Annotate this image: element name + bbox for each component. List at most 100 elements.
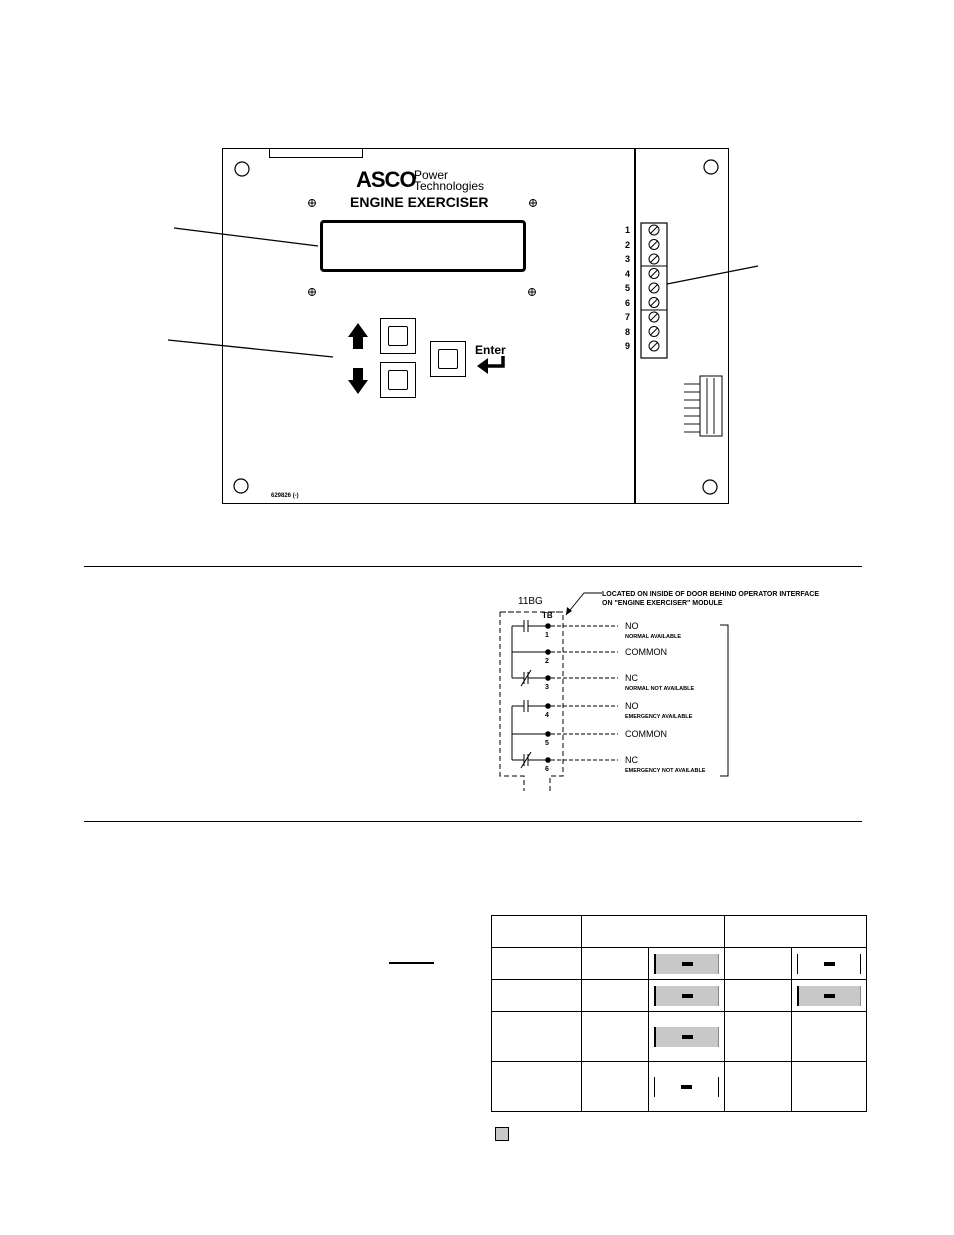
module-title: ENGINE EXERCISER	[350, 194, 489, 210]
underline-mark	[389, 962, 434, 964]
mount-hole-icon	[234, 161, 250, 177]
table-cell	[648, 1011, 725, 1062]
table-cell	[723, 1061, 792, 1112]
mount-hole-icon	[233, 478, 249, 494]
board-drawing	[167, 159, 759, 495]
schematic-terminal-label: NC	[625, 755, 638, 765]
schematic-terminal-row: 3 NC NORMAL NOT AVAILABLE	[545, 673, 694, 692]
schematic-terminal-label: COMMON	[625, 647, 667, 657]
arrow-keys-leader-line	[167, 339, 334, 358]
relay-label: 11BG	[518, 596, 543, 607]
schematic-terminal-number: 4	[545, 712, 549, 719]
indicator-cell	[654, 1026, 719, 1047]
table-cell	[491, 1011, 582, 1062]
indicator-bar	[824, 993, 836, 998]
schematic-terminal-number: 6	[545, 766, 549, 773]
schematic-terminal-row: 4 NO EMERGENCY AVAILABLE	[545, 701, 693, 720]
table-cell	[723, 947, 792, 980]
table-cell	[491, 979, 582, 1012]
screw-icon	[308, 199, 316, 207]
enter-label: Enter	[475, 343, 506, 357]
side-connector	[699, 375, 723, 437]
terminal-number: 2	[624, 239, 630, 250]
schematic-terminal-sublabel: NORMAL AVAILABLE	[625, 634, 681, 640]
terminal-number: 8	[624, 326, 630, 337]
indicator-bar	[681, 1034, 693, 1039]
part-number: 629826 (-)	[271, 493, 299, 499]
indicator-cell	[654, 1076, 719, 1097]
screw-icon	[308, 288, 316, 296]
lcd-display	[320, 220, 526, 272]
board-divider	[634, 148, 636, 504]
schematic-terminal-number: 2	[545, 658, 549, 665]
enclosure-outline	[499, 611, 564, 791]
terminal-number: 5	[624, 283, 630, 293]
relay-state-table	[491, 915, 868, 1112]
table-cell	[491, 1061, 582, 1112]
relay-schematic: 11BG TB LOCATED ON INSIDE OF DOOR BEHIND…	[499, 591, 819, 791]
schematic-terminal-label: NC	[625, 673, 638, 683]
terminal-number: 3	[624, 254, 630, 264]
table-cell	[581, 1011, 649, 1062]
indicator-cell	[654, 953, 719, 974]
table-row	[491, 1011, 868, 1062]
shaded-legend-box	[495, 1127, 509, 1141]
down-arrow-icon	[348, 368, 368, 394]
table-row	[491, 947, 868, 980]
screw-icon	[529, 199, 537, 207]
terminal-number: 9	[624, 341, 630, 351]
table-cell	[491, 947, 582, 980]
terminal-number: 1	[624, 225, 630, 235]
schematic-terminal-number: 3	[545, 684, 549, 691]
brand-line1: Power	[414, 168, 449, 182]
indicator-bar	[823, 961, 835, 966]
brand-logo: ASCO	[356, 167, 417, 192]
schematic-terminal-label: COMMON	[625, 729, 667, 739]
section-rule-bottom	[84, 821, 862, 822]
note-line2: ON "ENGINE EXERCISER" MODULE	[602, 600, 723, 607]
schematic-terminal-sublabel: EMERGENCY AVAILABLE	[625, 714, 693, 720]
display-leader-line	[173, 227, 319, 247]
up-arrow-icon	[348, 323, 368, 349]
header-cell	[723, 915, 868, 948]
schematic-terminal-row: 2 COMMON	[545, 647, 667, 665]
terminal-number: 6	[624, 297, 630, 308]
schematic-terminal-sublabel: NORMAL NOT AVAILABLE	[625, 686, 694, 692]
enter-button[interactable]	[430, 341, 466, 377]
terminal-number: 4	[624, 268, 630, 279]
terminal-number: 7	[624, 312, 630, 322]
section-rule-top	[84, 566, 862, 567]
table-cell	[648, 1061, 725, 1112]
brand-line2: Technologies	[414, 179, 485, 193]
mount-hole-icon	[703, 159, 719, 175]
tb-label: TB	[542, 611, 553, 620]
header-cell	[491, 915, 582, 948]
terminal-leader-line	[661, 265, 759, 286]
table-cell	[581, 979, 649, 1012]
schematic-terminal-sublabel: EMERGENCY NOT AVAILABLE	[625, 768, 706, 774]
table-cell	[790, 947, 868, 980]
mount-hole-icon	[702, 479, 718, 495]
table-cell	[581, 947, 649, 980]
table-cell	[581, 1061, 649, 1112]
indicator-cell	[796, 985, 861, 1006]
up-button[interactable]	[380, 318, 416, 354]
header-cell	[581, 915, 725, 948]
table-row	[491, 979, 868, 1012]
down-button[interactable]	[380, 362, 416, 398]
table-cell	[648, 947, 725, 980]
schematic-terminal-number: 5	[545, 740, 549, 747]
schematic-terminal-label: NO	[625, 621, 639, 631]
connector-tab	[269, 148, 363, 158]
table-cell	[790, 1011, 868, 1062]
schematic-terminal-label: NO	[625, 701, 639, 711]
enter-arrow-icon	[487, 356, 505, 368]
indicator-bar	[681, 1084, 693, 1089]
indicator-cell	[654, 985, 719, 1006]
indicator-bar	[681, 961, 693, 966]
indicator-bar	[681, 993, 693, 998]
table-cell	[790, 979, 868, 1012]
table-cell	[723, 979, 792, 1012]
schematic-terminal-row: 6 NC EMERGENCY NOT AVAILABLE	[545, 755, 706, 774]
screw-icon	[528, 288, 536, 296]
